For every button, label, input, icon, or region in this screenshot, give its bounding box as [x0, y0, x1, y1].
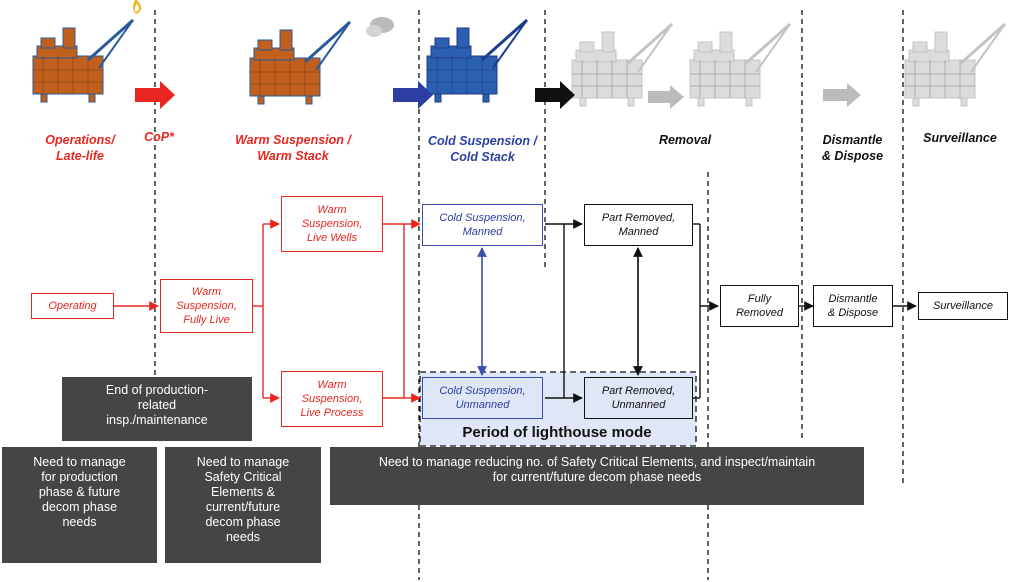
warm-fully-live-line3: Fully Live: [183, 314, 230, 326]
surveillance-box: Surveillance: [918, 292, 1008, 320]
platform-venting-icon: [248, 17, 394, 106]
phase-warm-line2: Warm Stack: [257, 149, 329, 163]
end-of-production-line3: insp./maintenance: [106, 413, 208, 427]
fully-removed-line1: Fully: [747, 293, 772, 305]
cold-transition-arrow-icon: [393, 81, 433, 109]
platform-cold-icon: [425, 18, 529, 104]
phase-dismantle-line2: & Dispose: [821, 149, 884, 163]
warm-live-wells-line2: Suspension,: [301, 218, 363, 230]
phase-cop-text: CoP*: [144, 130, 174, 144]
cold-unmanned-line1: Cold Suspension,: [439, 385, 526, 397]
phase-dismantle-label: Dismantle & Dispose: [805, 132, 900, 164]
warm-fully-live-line2: Suspension,: [176, 300, 237, 312]
production-phase-line4: decom phase: [41, 500, 118, 514]
platform-flaring-icon: [31, 0, 142, 104]
phase-operations-line1: Operations/: [45, 133, 115, 147]
production-phase-line3: phase & future: [38, 485, 121, 499]
warm-live-process-line1: Warm: [317, 379, 347, 391]
reducing-elements-line2: for current/future decom phase needs: [492, 470, 702, 484]
production-phase-note: Need to manage for production phase & fu…: [2, 447, 157, 563]
warm-live-wells-line3: Live Wells: [307, 232, 357, 244]
cop-transition-arrow-icon: [135, 81, 175, 109]
part-removed-unmanned-box: Part Removed, Unmanned: [584, 377, 693, 419]
warm-live-process-line3: Live Process: [300, 407, 364, 419]
phase-cold-line2: Cold Stack: [450, 150, 515, 164]
end-of-production-line1: End of production-: [105, 383, 209, 397]
phase-removal-text: Removal: [658, 133, 712, 147]
phase-surveillance-text: Surveillance: [923, 131, 997, 145]
phase-warm-line1: Warm Suspension /: [235, 133, 351, 147]
warm-live-wells-box: Warm Suspension, Live Wells: [281, 196, 383, 252]
production-phase-line2: for production: [41, 470, 118, 484]
part-removed-unmanned-line2: Unmanned: [611, 399, 666, 411]
reducing-elements-note: Need to manage reducing no. of Safety Cr…: [330, 447, 864, 505]
warm-fully-live-box: Warm Suspension, Fully Live: [160, 279, 253, 333]
warm-fully-live-line1: Warm: [191, 286, 222, 298]
part-removed-manned-line2: Manned: [618, 226, 659, 238]
removal-transition-arrow-icon: [535, 81, 575, 109]
phase-removal-label: Removal: [640, 132, 730, 148]
warm-live-wells-line1: Warm: [317, 204, 347, 216]
cold-manned-line2: Manned: [462, 226, 503, 238]
phase-cop-label: CoP*: [134, 129, 184, 145]
part-removed-manned-line1: Part Removed,: [601, 212, 676, 224]
dismantle-dispose-line2: & Dispose: [827, 307, 879, 319]
safety-critical-line5: decom phase: [205, 515, 281, 529]
dismantle-dispose-box: Dismantle & Dispose: [813, 285, 893, 327]
production-phase-line5: needs: [62, 515, 97, 529]
dismantle-stage-arrow-icon: [823, 83, 861, 107]
part-removed-manned-box: Part Removed, Manned: [584, 204, 693, 246]
safety-critical-note: Need to manage Safety Critical Elements …: [165, 447, 321, 563]
phase-operations-label: Operations/ Late-life: [30, 132, 130, 164]
cold-unmanned-box: Cold Suspension, Unmanned: [422, 377, 543, 419]
surveillance-text: Surveillance: [933, 300, 993, 312]
safety-critical-line2: Safety Critical: [204, 470, 282, 484]
cold-manned-line1: Cold Suspension,: [439, 212, 526, 224]
phase-surveillance-label: Surveillance: [905, 130, 1015, 146]
safety-critical-line1: Need to manage: [196, 455, 290, 469]
warm-live-process-box: Warm Suspension, Live Process: [281, 371, 383, 427]
phase-cold-label: Cold Suspension / Cold Stack: [410, 133, 555, 165]
safety-critical-line6: needs: [225, 530, 261, 544]
cold-unmanned-line2: Unmanned: [455, 399, 510, 411]
end-of-production-note: End of production- related insp./mainten…: [62, 377, 252, 441]
removal-flow-connectors: [545, 219, 917, 403]
fully-removed-line2: Removed: [735, 307, 784, 319]
phase-cold-line1: Cold Suspension /: [427, 134, 538, 148]
fully-removed-box: Fully Removed: [720, 285, 799, 327]
end-of-production-line2: related: [137, 398, 177, 412]
operating-text: Operating: [48, 300, 97, 312]
lighthouse-mode-label: Period of lighthouse mode: [462, 424, 652, 441]
cold-manned-box: Cold Suspension, Manned: [422, 204, 543, 246]
part-removed-unmanned-line1: Part Removed,: [601, 385, 676, 397]
production-phase-line1: Need to manage: [33, 455, 126, 469]
reducing-elements-line1: Need to manage reducing no. of Safety Cr…: [378, 455, 816, 469]
platform-faded-icon: [903, 22, 1007, 108]
dismantle-dispose-line1: Dismantle: [828, 293, 878, 305]
removal-stage-arrow-icon: [648, 85, 684, 109]
safety-critical-line4: current/future: [205, 500, 281, 514]
platform-faded-icon: [688, 22, 792, 108]
warm-live-process-line2: Suspension,: [301, 393, 363, 405]
phase-warm-label: Warm Suspension / Warm Stack: [218, 132, 368, 164]
phase-dismantle-line1: Dismantle: [822, 133, 883, 147]
operating-box: Operating: [31, 293, 114, 319]
safety-critical-line3: Elements &: [211, 485, 275, 499]
phase-operations-line2: Late-life: [56, 149, 104, 163]
warm-flow-connectors: [114, 219, 421, 403]
